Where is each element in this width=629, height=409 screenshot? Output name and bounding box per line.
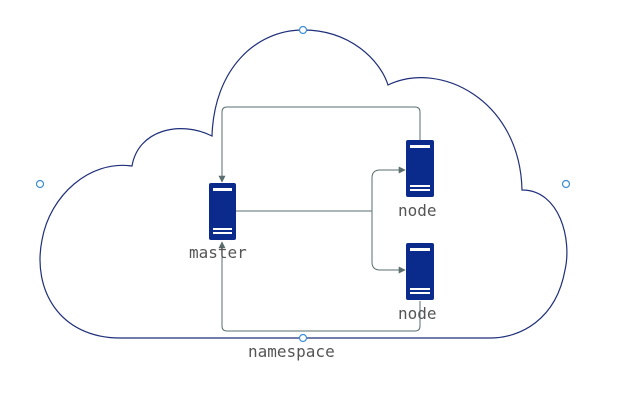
node-bottom-label: node (398, 304, 437, 323)
master-label: master (189, 243, 247, 262)
resize-handle-top[interactable] (298, 25, 308, 35)
resize-handle-bottom[interactable] (298, 333, 308, 343)
edge-master-to-node-top[interactable] (236, 166, 406, 212)
namespace-label: namespace (248, 342, 335, 361)
node-top-label: node (398, 201, 437, 220)
resize-handle-right[interactable] (561, 179, 571, 189)
server-icon[interactable] (209, 183, 236, 240)
namespace-cloud-shape[interactable] (39, 29, 568, 339)
edge-master-to-node-bottom[interactable] (371, 211, 406, 274)
server-icon[interactable] (406, 140, 434, 197)
edge-node-top-to-master[interactable] (218, 106, 421, 183)
resize-handle-left[interactable] (35, 179, 45, 189)
server-icon[interactable] (406, 243, 434, 300)
edge-node-bottom-to-master[interactable] (218, 241, 421, 332)
